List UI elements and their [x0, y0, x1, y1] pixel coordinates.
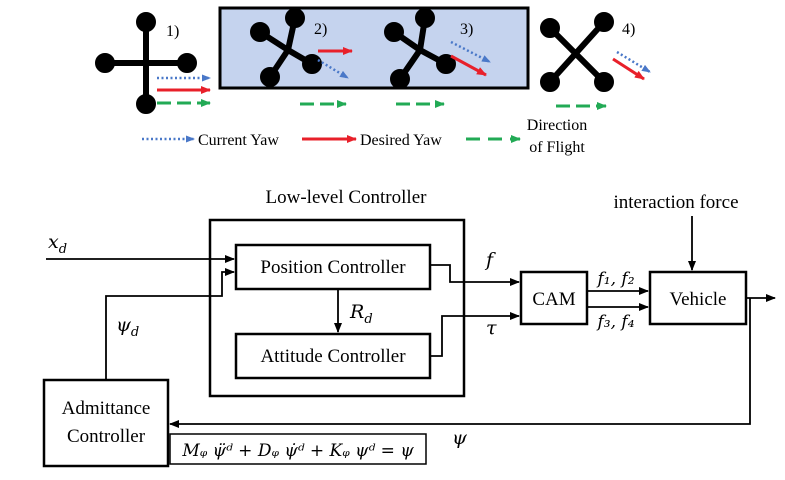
quadrotor-stage-3 — [384, 8, 456, 89]
vehicle-label: Vehicle — [670, 289, 727, 310]
legend-direction-label-line1: Direction — [527, 117, 587, 134]
tau-label: τ — [486, 317, 497, 339]
stage-label-4: 4) — [622, 21, 635, 38]
f34-label: f₃, f₄ — [595, 312, 634, 332]
position-controller-label: Position Controller — [260, 257, 406, 278]
cam-box — [519, 270, 589, 326]
quadrotor-stage-2 — [250, 8, 322, 87]
quadrotor-stage-4 — [540, 12, 614, 92]
admittance-label-line2: Controller — [67, 426, 146, 447]
stage-label-2: 2) — [314, 21, 327, 38]
psi-d-signal-line — [105, 268, 235, 380]
desired-yaw-arrow-4 — [612, 57, 645, 81]
attitude-controller-label: Attitude Controller — [260, 346, 406, 367]
psi-d-label: ψd — [116, 314, 139, 340]
quadrotor-stage-1 — [95, 12, 197, 114]
desired-yaw-arrow-3 — [450, 54, 487, 77]
vehicle-box — [648, 270, 748, 326]
current-yaw-arrow-3 — [450, 40, 491, 64]
rd-label: Rd — [349, 301, 373, 327]
admittance-label-line1: Admittance — [62, 398, 151, 419]
stage-label-1: 1) — [166, 23, 179, 40]
attitude-controller-box — [234, 332, 432, 380]
f-label: f — [484, 249, 496, 271]
equation-box — [169, 433, 427, 465]
psi-label: ψ — [452, 427, 468, 449]
tau-signal-line — [430, 312, 520, 357]
low-level-controller-title: Low-level Controller — [266, 187, 428, 208]
legend-current-yaw-label: Current Yaw — [198, 132, 279, 149]
admittance-equation: Mᵩ ψ̈ᵈ + Dᵩ ψ̇ᵈ + Kᵩ ψᵈ = ψ — [181, 441, 414, 461]
xd-label: xd — [48, 231, 67, 257]
current-yaw-arrow-4 — [616, 50, 651, 74]
legend-direction-label-line2: of Flight — [529, 139, 585, 156]
stage-label-3: 3) — [460, 21, 473, 38]
f-signal-line — [430, 264, 520, 286]
legend-desired-yaw-label: Desired Yaw — [360, 132, 442, 149]
cam-label: CAM — [532, 289, 575, 310]
admittance-controller-box — [42, 378, 170, 468]
current-yaw-arrow-2 — [317, 58, 349, 80]
interaction-force-label: interaction force — [613, 192, 738, 213]
low-level-controller-box — [208, 218, 466, 398]
f12-label: f₁, f₂ — [595, 269, 634, 289]
position-controller-box — [234, 243, 432, 291]
psi-feedback-line — [169, 298, 751, 428]
